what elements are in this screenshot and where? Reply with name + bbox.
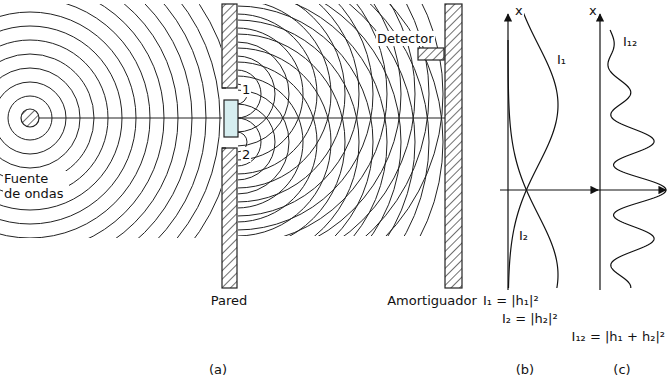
plot-axes xyxy=(500,14,666,290)
wave-front xyxy=(0,4,192,238)
intensity-formula: I₁₂ = |h₁ + h₂|² xyxy=(571,329,666,344)
axis-lines xyxy=(39,118,445,119)
wave-front xyxy=(238,118,261,166)
wave-front xyxy=(238,42,289,146)
wave-front xyxy=(238,20,359,236)
intensity-curve xyxy=(508,12,558,288)
wall-label: Pared xyxy=(210,293,249,308)
wave-front xyxy=(238,4,443,236)
wave-front xyxy=(0,4,220,238)
slit-number: 1 xyxy=(241,82,251,97)
slit-number: 2 xyxy=(241,147,251,162)
source-symbol xyxy=(21,109,39,127)
wave-front xyxy=(238,4,443,236)
intensity-formula: I₂ = |h₂|² xyxy=(501,311,559,326)
damper-label: Amortiguador xyxy=(386,293,478,308)
wave-front xyxy=(238,14,317,174)
detector-symbol xyxy=(418,48,444,60)
panel-label: (b) xyxy=(515,362,535,377)
wave-front xyxy=(238,4,373,230)
wave-front xyxy=(238,104,275,180)
panel-label: (c) xyxy=(612,362,631,377)
wave-front xyxy=(238,62,317,222)
incident-waves xyxy=(0,4,221,238)
axis-label: x xyxy=(588,3,598,18)
wave-front xyxy=(0,4,221,238)
intensity-curve xyxy=(508,40,558,288)
wave-front xyxy=(0,4,206,238)
wave-front xyxy=(0,4,178,238)
wave-front xyxy=(238,4,345,202)
damper xyxy=(445,4,462,288)
intensity-curves xyxy=(508,12,666,288)
curve-label: I₁₂ xyxy=(622,34,638,49)
wave-front xyxy=(0,4,164,238)
wall xyxy=(222,4,238,288)
intensity-formula: I₁ = |h₁|² xyxy=(482,293,540,308)
wave-front xyxy=(238,76,303,208)
wave-front xyxy=(238,28,303,160)
detector-label: Detector xyxy=(376,31,435,46)
axis-label: x xyxy=(514,3,524,18)
wave-front xyxy=(238,48,331,236)
panel-label: (a) xyxy=(208,362,228,377)
diffracted-waves xyxy=(238,4,443,236)
wave-front xyxy=(238,34,345,236)
interference-curve xyxy=(608,30,666,288)
source-label: Fuente de ondas xyxy=(3,171,69,201)
curve-label: I₁ xyxy=(556,52,567,67)
wave-front xyxy=(238,90,289,194)
wave-front xyxy=(0,4,150,238)
wave-front xyxy=(238,6,373,236)
curve-label: I₂ xyxy=(518,228,529,243)
